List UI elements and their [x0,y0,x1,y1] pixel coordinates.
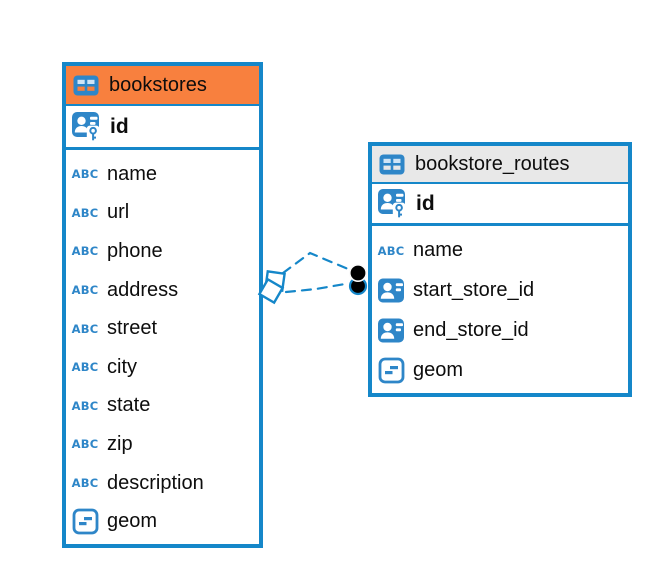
text-type-icon: ABC [71,476,99,491]
column-row-street[interactable]: ABC street [71,317,158,340]
column-row-phone[interactable]: ABC phone [71,239,163,262]
table-node-bookstore-routes[interactable]: bookstore_routes id ABC [368,142,632,397]
column-row-geom[interactable]: geom [71,502,254,541]
column-list: ABC name ABC url ABC phone ABC address A… [66,150,259,544]
column-row-end-store-id[interactable]: end_store_id [377,311,623,351]
text-type-icon: ABC [71,244,99,259]
column-row-url[interactable]: ABC url [71,201,130,224]
text-type-icon: ABC [71,205,99,220]
relationship-dot-marker[interactable] [348,263,368,296]
table-title: bookstore_routes [415,152,570,175]
text-type-icon: ABC [71,398,99,413]
text-type-icon: ABC [71,437,99,452]
column-list: ABC name start_store_id [372,226,628,393]
relationship-line-2[interactable] [284,282,347,294]
column-row-city[interactable]: ABC city [71,355,137,378]
primary-key-row[interactable]: id [66,106,259,150]
table-header-bookstores[interactable]: bookstores [66,66,259,106]
geometry-type-icon [377,357,405,384]
primary-key-icon [377,187,408,220]
table-header-bookstore-routes[interactable]: bookstore_routes [372,146,628,184]
column-row-geom[interactable]: geom [377,350,623,390]
relationship-diamond-marker[interactable] [257,270,286,305]
column-row-name[interactable]: ABC name [71,162,158,185]
table-icon [378,152,406,177]
foreign-key-icon [377,277,405,304]
text-type-icon: ABC [71,283,99,298]
column-row-description[interactable]: ABC description [71,471,204,494]
table-icon [72,73,100,98]
text-type-icon: ABC [71,360,99,375]
foreign-key-icon [377,317,405,344]
primary-key-row[interactable]: id [372,184,628,226]
geometry-type-icon [71,508,99,535]
table-title: bookstores [109,73,207,96]
table-node-bookstores[interactable]: bookstores id ABC [62,62,263,548]
text-type-icon: ABC [71,167,99,182]
column-row-address[interactable]: ABC address [71,278,179,301]
primary-key-label: id [110,114,129,138]
column-row-state[interactable]: ABC state [71,394,151,417]
column-row-start-store-id[interactable]: start_store_id [377,271,623,311]
column-row-zip[interactable]: ABC zip [71,432,133,455]
primary-key-icon [71,110,102,143]
text-type-icon: ABC [377,243,405,258]
text-type-icon: ABC [71,321,99,336]
relationship-line-1[interactable] [281,251,350,275]
column-row-name[interactable]: ABC name [377,239,464,262]
primary-key-label: id [416,191,435,215]
